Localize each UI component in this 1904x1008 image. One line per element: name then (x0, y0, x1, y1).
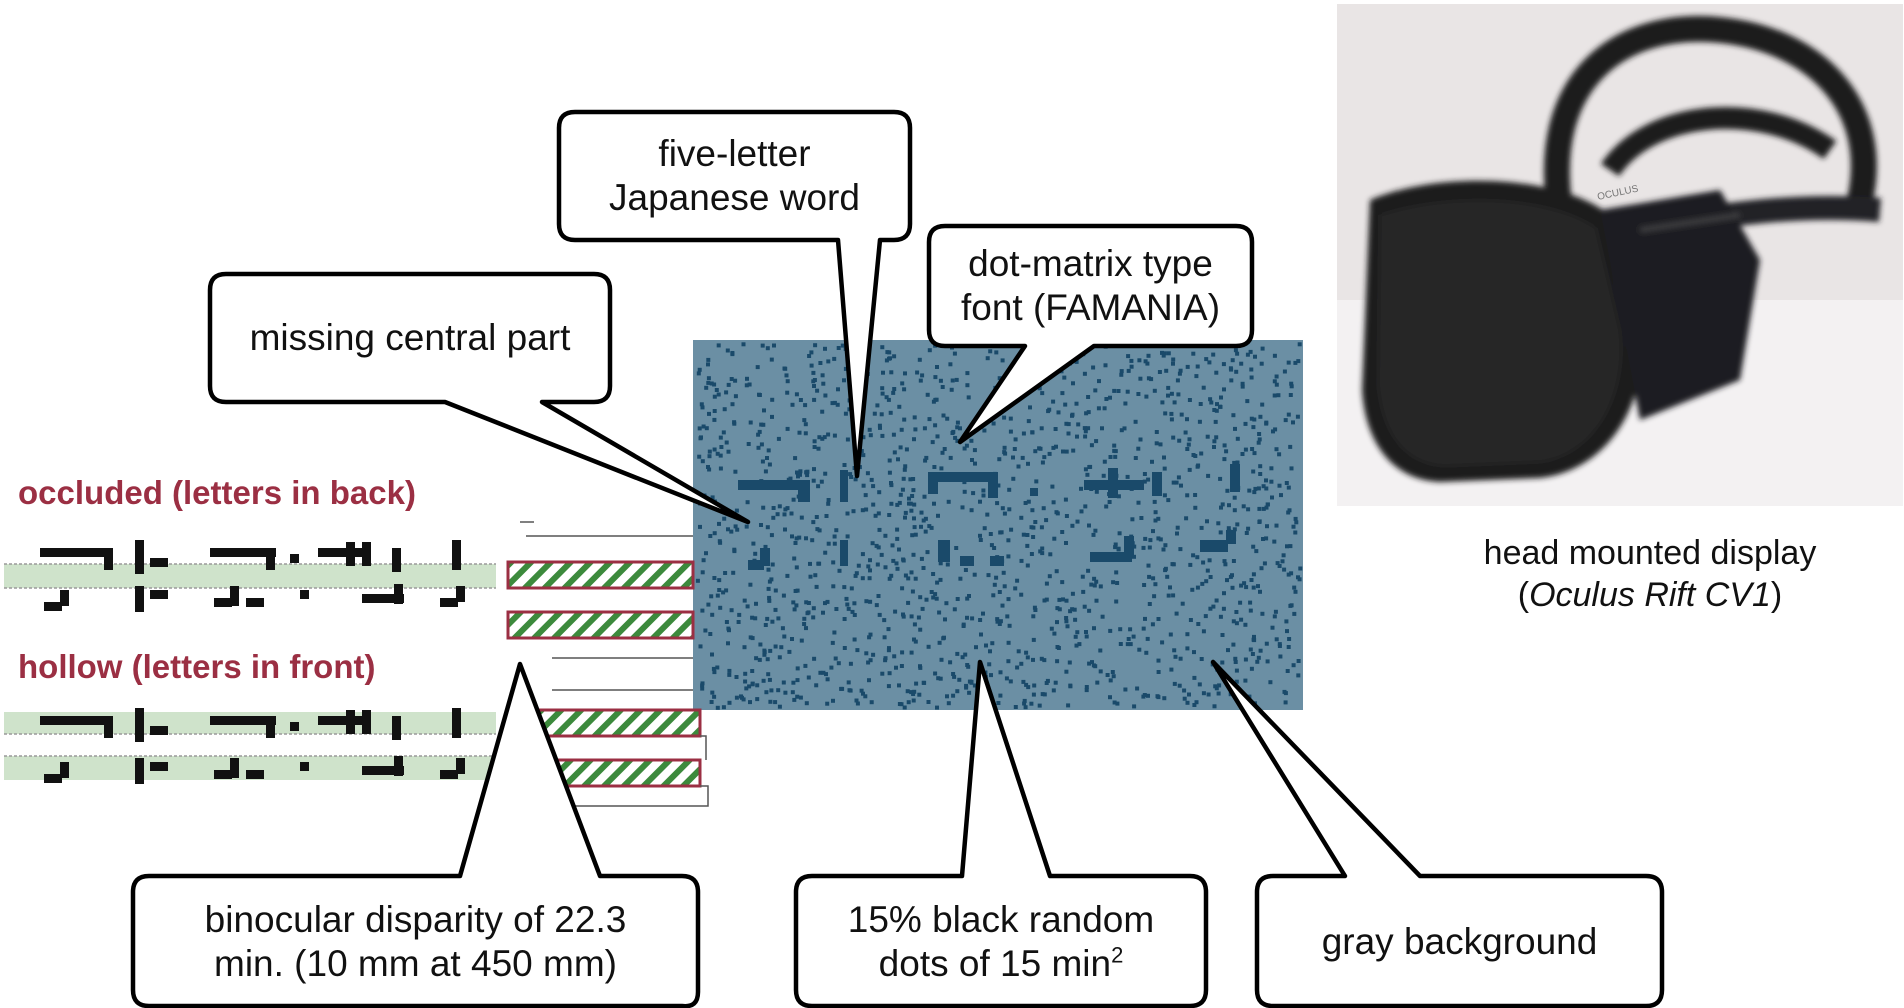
hollow-label: hollow (letters in front) (18, 648, 376, 685)
callout-random-dots-superscript: 2 (1111, 942, 1124, 968)
hmd-caption-line2: (Oculus Rift CV1) (1420, 574, 1880, 616)
occluded-schematic (4, 540, 496, 612)
callout-five-letter-line1: five-letter (658, 133, 811, 174)
callout-dot-matrix-bubble (926, 223, 1255, 445)
stimulus-letters (738, 464, 1240, 570)
callout-binocular-line1: binocular disparity of 22.3 (204, 899, 627, 940)
callout-five-letter-bubble (556, 109, 913, 479)
callout-binocular-line2: min. (10 mm at 450 mm) (214, 943, 617, 984)
callout-binocular: binocular disparity of 22.3 min. (10 mm … (135, 892, 696, 992)
hmd-photo: OCULUS (1337, 4, 1903, 506)
callout-five-letter: five-letter Japanese word (561, 128, 908, 224)
hmd-caption-line1: head mounted display (1483, 534, 1817, 572)
callout-dot-matrix-line2: font (FAMANIA) (960, 287, 1221, 328)
callout-gray-background: gray background (1259, 892, 1660, 992)
hollow-schematic (4, 708, 496, 784)
hmd-caption-open-paren: ( (1517, 576, 1530, 614)
callout-missing-central: missing central part (212, 290, 608, 386)
occluded-hatch-bottom (506, 610, 695, 640)
callout-missing-central-text: missing central part (249, 317, 571, 358)
callout-missing-central-bubble (207, 271, 751, 525)
callout-random-dots: 15% black random dots of 15 min2 (798, 892, 1204, 992)
callout-gray-background-bubble (1210, 659, 1665, 1008)
hmd-model-name: Oculus Rift CV1 (1529, 576, 1771, 614)
callout-binocular-bubble (130, 661, 701, 1008)
hmd-caption: head mounted display (Oculus Rift CV1) (1420, 532, 1880, 616)
callout-dot-matrix-line1: dot-matrix type (968, 243, 1213, 284)
callout-random-dots-line2-text: dots of 15 min (878, 943, 1112, 984)
callout-five-letter-line2: Japanese word (609, 177, 860, 218)
callout-random-dots-line2: dots of 15 min2 (879, 942, 1124, 986)
callout-gray-background-text: gray background (1321, 921, 1598, 962)
occluded-hatch-top (506, 560, 695, 590)
callout-dot-matrix: dot-matrix type font (FAMANIA) (931, 242, 1250, 330)
callout-random-dots-bubble (793, 659, 1209, 1008)
occluded-label: occluded (letters in back) (18, 474, 416, 511)
callout-random-dots-line1: 15% black random (847, 899, 1155, 940)
occluded-band (4, 564, 496, 588)
hmd-caption-close-paren: ) (1770, 576, 1783, 614)
